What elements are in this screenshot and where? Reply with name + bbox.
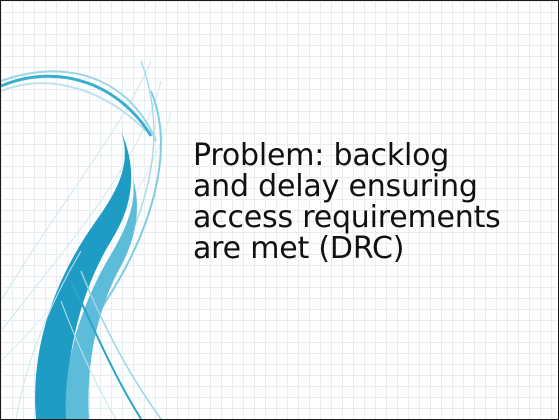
title-line: Problem: backlog <box>193 138 450 173</box>
title-line: access requirements <box>193 200 501 235</box>
slide-title: Problem: backlog and delay ensuring acce… <box>193 140 543 264</box>
decorative-swoosh <box>1 60 172 419</box>
title-line: and delay ensuring <box>193 169 478 204</box>
title-line: are met (DRC) <box>193 231 405 266</box>
